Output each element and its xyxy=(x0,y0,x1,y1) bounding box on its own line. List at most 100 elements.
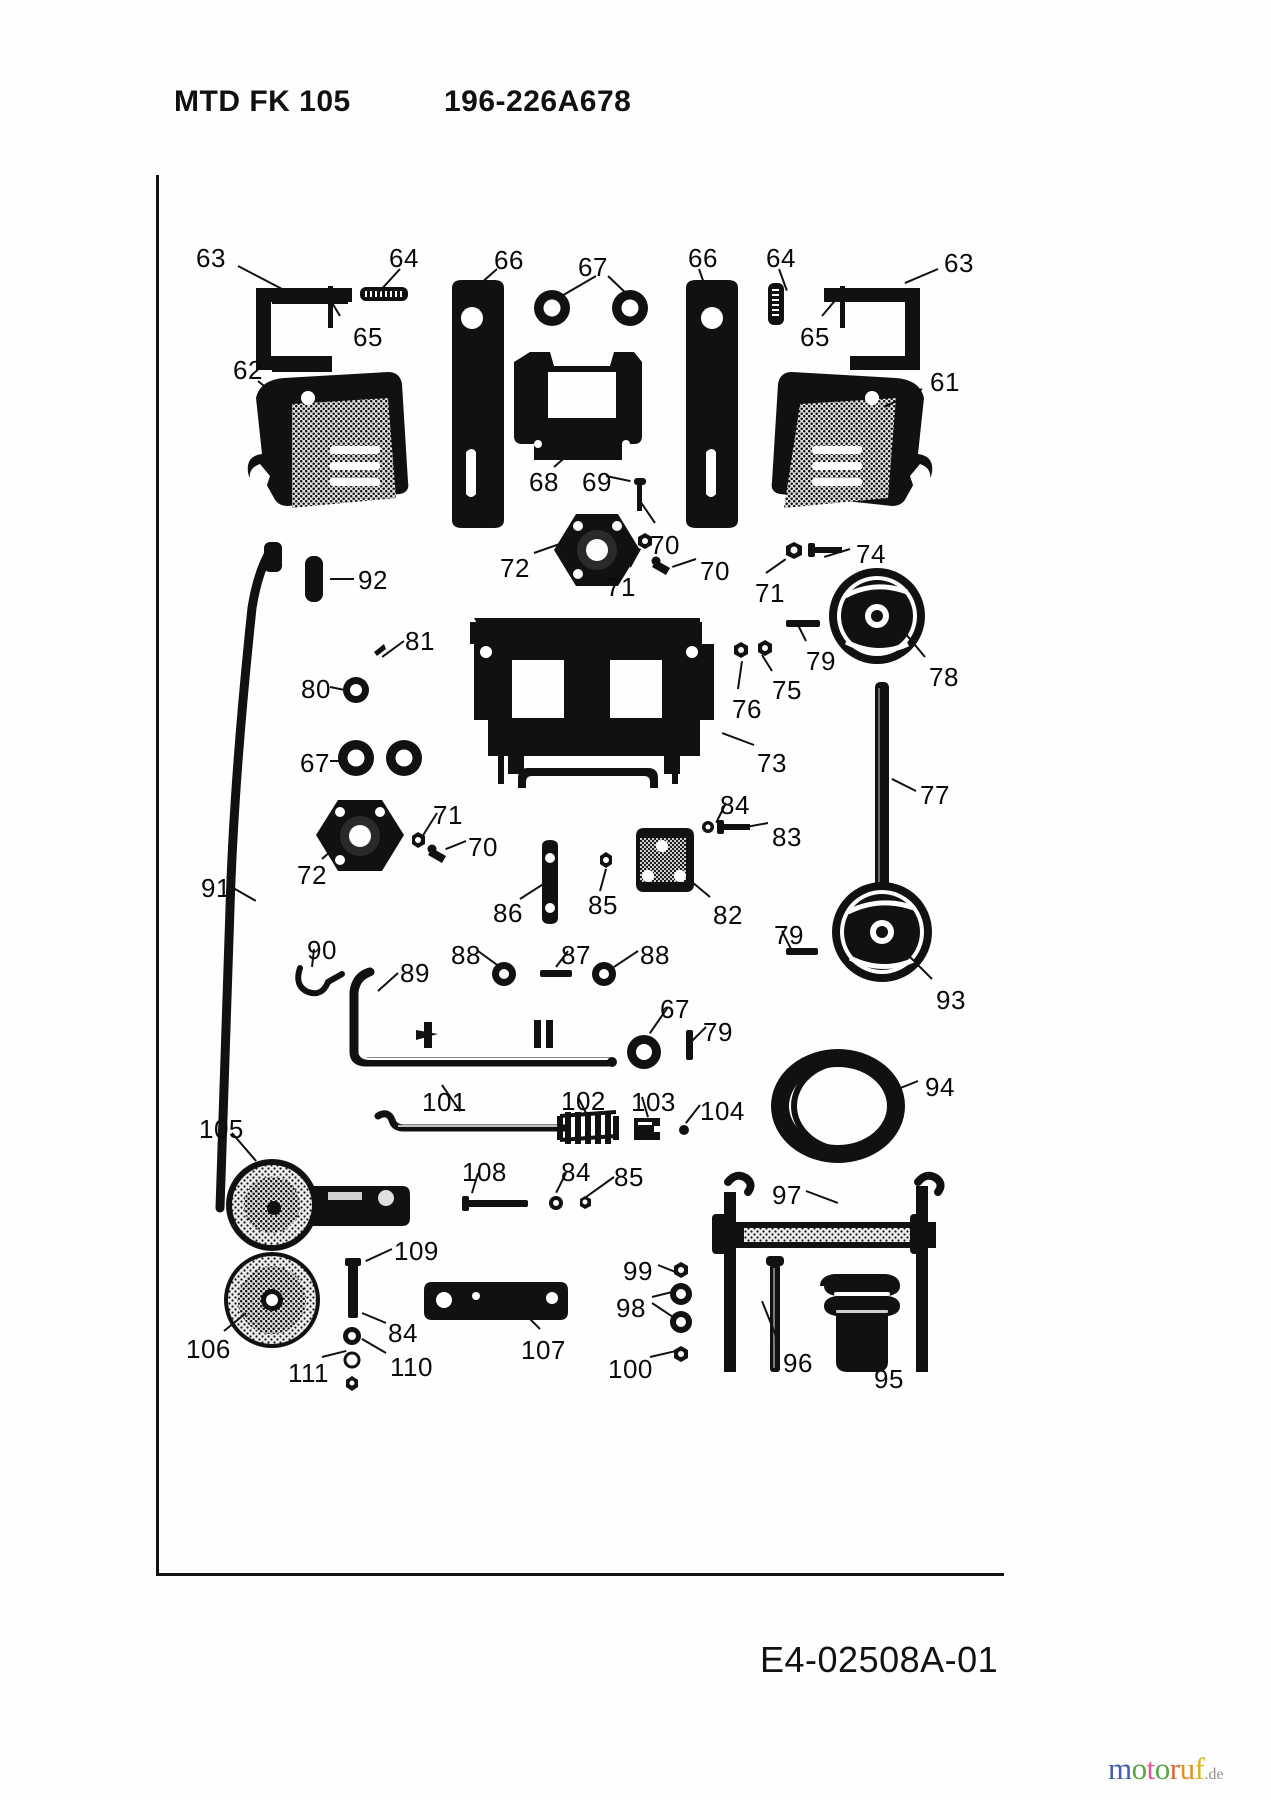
leader-line xyxy=(237,265,283,290)
part-callout-u-bracket-right: 63 xyxy=(944,248,974,278)
leader-line xyxy=(365,1248,393,1262)
part-callout-handle-tube: 91 xyxy=(201,873,231,903)
part-callout-clip-90: 90 xyxy=(307,935,337,965)
leader-line xyxy=(227,884,257,902)
part-callout-washer-84b: 84 xyxy=(561,1157,591,1187)
part-callout-threaded-rod-left: 64 xyxy=(389,243,419,273)
watermark-letter: f xyxy=(1194,1751,1205,1786)
leader-line xyxy=(361,1338,387,1354)
part-callout-nut-75: 75 xyxy=(772,675,802,705)
part-callout-v-belt: 94 xyxy=(925,1072,955,1102)
motoruf-watermark: motoruf.de xyxy=(1108,1751,1224,1787)
leader-line xyxy=(887,1080,919,1094)
part-callout-side-plate-left: 62 xyxy=(233,355,263,385)
leader-line xyxy=(823,548,851,558)
part-callout-lever-arm-left: 66 xyxy=(494,245,524,275)
leader-line xyxy=(685,1104,701,1124)
part-callout-nut-85a: 85 xyxy=(588,890,618,920)
part-callout-washer-99: 99 xyxy=(623,1256,653,1286)
leader-line xyxy=(821,296,839,317)
leader-line xyxy=(329,686,351,692)
leader-line xyxy=(797,624,807,642)
frame-border-left xyxy=(156,175,159,1575)
part-callout-lock-nut-b: 71 xyxy=(755,578,785,608)
leader-line xyxy=(805,1190,839,1204)
leader-line xyxy=(613,950,639,968)
part-callout-lock-nut-a: 71 xyxy=(606,572,636,602)
drawing-code: E4-02508A-01 xyxy=(760,1639,999,1680)
leader-line xyxy=(445,840,467,850)
part-callout-washer-88b: 88 xyxy=(640,940,670,970)
leader-line xyxy=(533,540,569,554)
part-callout-washer-84c: 84 xyxy=(388,1318,418,1348)
leader-line xyxy=(321,1350,347,1358)
part-callout-pulley-lower: 93 xyxy=(936,985,966,1015)
watermark-letter: m xyxy=(1108,1751,1132,1786)
part-callout-washer-110: 110 xyxy=(390,1352,433,1382)
watermark-letter: t xyxy=(1146,1751,1156,1786)
part-callout-bolt-108: 108 xyxy=(462,1157,507,1187)
leader-line xyxy=(327,295,341,317)
leader-line xyxy=(721,732,755,746)
part-callout-handle-frame-97: 97 xyxy=(772,1180,802,1210)
leader-line xyxy=(761,654,773,672)
part-callout-nut-111: 111 xyxy=(288,1358,330,1388)
part-callout-pulley-106: 106 xyxy=(186,1334,231,1364)
part-callout-key-b: 79 xyxy=(774,920,804,950)
part-callout-threaded-rod-right: 64 xyxy=(766,243,796,273)
part-callout-spacer-80: 80 xyxy=(301,674,331,704)
part-callout-main-frame: 73 xyxy=(757,748,787,778)
leader-line xyxy=(330,578,354,580)
leader-line xyxy=(905,952,933,980)
part-callout-cross-channel: 68 xyxy=(529,467,559,497)
part-callout-nut-76: 76 xyxy=(732,694,762,724)
part-callout-flange-bearing-lower: 72 xyxy=(297,860,327,890)
leader-line xyxy=(657,1264,679,1274)
part-callout-bushing-pair-left: 67 xyxy=(300,748,330,778)
part-callout-washer-84a: 84 xyxy=(720,790,750,820)
part-callout-set-screw-b: 70 xyxy=(700,556,730,586)
watermark-letter: u xyxy=(1179,1751,1196,1786)
part-callout-axle-rod-89: 89 xyxy=(400,958,430,988)
model-number: 196-226A678 xyxy=(444,85,632,118)
part-callout-pulley-upper: 78 xyxy=(929,662,959,692)
watermark-letter: o xyxy=(1154,1751,1171,1786)
watermark-suffix: .de xyxy=(1204,1766,1224,1783)
part-callout-bolt-109: 109 xyxy=(394,1236,439,1266)
part-callout-bolt-96: 96 xyxy=(783,1348,813,1378)
watermark-letter: r xyxy=(1169,1751,1180,1786)
leader-line xyxy=(651,1302,677,1320)
leader-line xyxy=(553,445,579,468)
part-callout-key-87: 87 xyxy=(561,940,591,970)
part-callout-set-screw-a: 70 xyxy=(650,530,680,560)
leader-line xyxy=(904,268,939,284)
part-callout-screw-83: 83 xyxy=(772,822,802,852)
leader-line xyxy=(381,640,405,658)
leader-line xyxy=(649,1350,677,1358)
leader-line xyxy=(377,972,399,992)
leader-line xyxy=(519,880,549,900)
leader-line xyxy=(639,500,656,524)
leader-line xyxy=(361,1312,387,1324)
leader-line xyxy=(765,558,787,574)
leader-line xyxy=(899,626,926,658)
part-callout-nut-98: 98 xyxy=(616,1293,646,1323)
part-callout-bar-107: 107 xyxy=(521,1335,566,1365)
part-callout-mount-plate-82: 82 xyxy=(713,900,743,930)
part-callout-side-plate-right: 61 xyxy=(930,367,960,397)
part-callout-key-a: 79 xyxy=(806,646,836,676)
leader-line xyxy=(891,778,917,792)
part-callout-clamp-103: 103 xyxy=(631,1087,676,1117)
leader-line xyxy=(685,876,711,898)
leader-line xyxy=(651,1290,677,1298)
part-callout-set-screw-c: 70 xyxy=(468,832,498,862)
part-callout-retaining-ring: 81 xyxy=(405,626,435,656)
part-callout-bushing-67c: 67 xyxy=(660,994,690,1024)
part-callout-nut-85b: 85 xyxy=(614,1162,644,1192)
part-callout-nut-100: 100 xyxy=(608,1354,653,1384)
part-callout-bushing-95: 95 xyxy=(874,1364,904,1394)
part-callout-hex-bolt-74: 74 xyxy=(856,539,886,569)
part-callout-key-c: 79 xyxy=(703,1017,733,1047)
